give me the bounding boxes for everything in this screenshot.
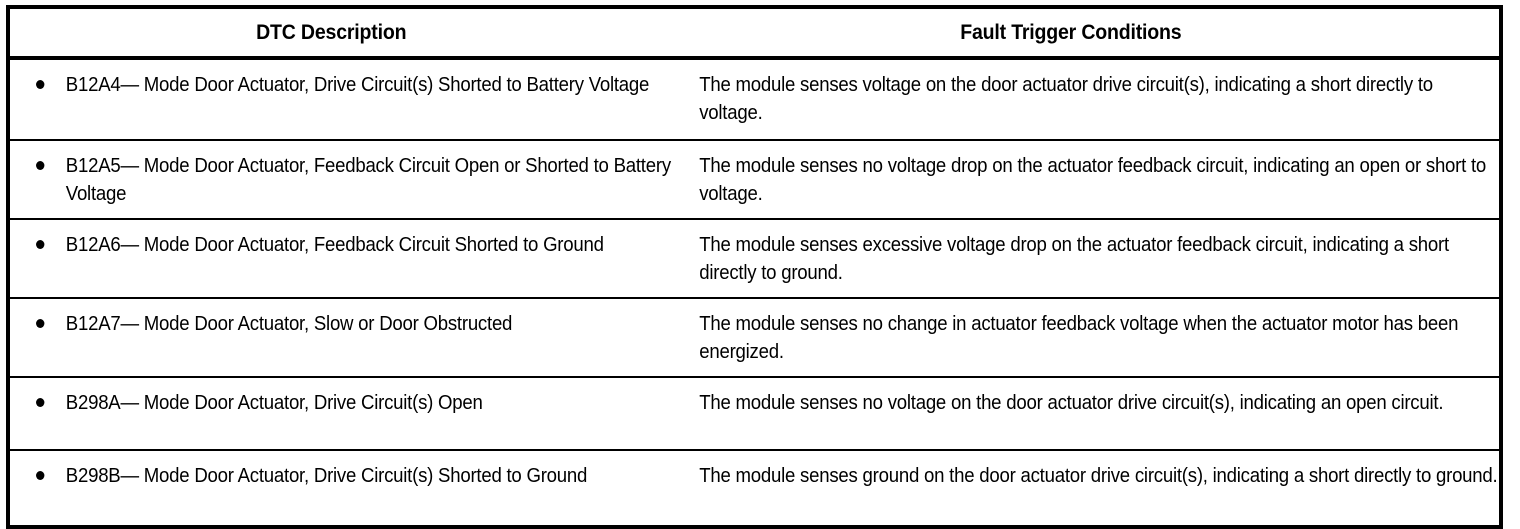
fault-trigger-conditions-text: The module senses ground on the door act… bbox=[699, 465, 1498, 487]
table-row: B12A5— Mode Door Actuator, Feedback Circ… bbox=[8, 140, 1501, 220]
bullet-icon bbox=[36, 471, 45, 480]
column-header-dtc-description-label: DTC Description bbox=[256, 21, 407, 44]
dtc-description-cell: B12A4— Mode Door Actuator, Drive Circuit… bbox=[8, 58, 689, 141]
bullet-icon bbox=[36, 161, 45, 170]
dtc-description-text: B12A6— Mode Door Actuator, Feedback Circ… bbox=[65, 234, 604, 256]
dtc-description-cell: B12A7— Mode Door Actuator, Slow or Door … bbox=[8, 298, 689, 378]
fault-trigger-conditions-cell: The module senses voltage on the door ac… bbox=[688, 58, 1501, 141]
table-row: B298B— Mode Door Actuator, Drive Circuit… bbox=[8, 450, 1501, 527]
fault-trigger-conditions-text: The module senses no voltage drop on the… bbox=[699, 155, 1486, 205]
dtc-description-cell: B298A— Mode Door Actuator, Drive Circuit… bbox=[8, 377, 689, 451]
fault-trigger-conditions-cell: The module senses ground on the door act… bbox=[688, 450, 1501, 527]
fault-trigger-conditions-cell: The module senses no voltage on the door… bbox=[688, 377, 1501, 451]
fault-trigger-conditions-text: The module senses voltage on the door ac… bbox=[699, 74, 1433, 124]
bullet-icon bbox=[36, 240, 45, 249]
dtc-fault-table: DTC Description Fault Trigger Conditions… bbox=[6, 5, 1503, 529]
table-row: B12A7— Mode Door Actuator, Slow or Door … bbox=[8, 298, 1501, 378]
fault-trigger-conditions-cell: The module senses no voltage drop on the… bbox=[688, 140, 1501, 220]
column-header-dtc-description: DTC Description bbox=[8, 7, 689, 60]
dtc-description-cell: B12A5— Mode Door Actuator, Feedback Circ… bbox=[8, 140, 689, 220]
dtc-description-cell: B298B— Mode Door Actuator, Drive Circuit… bbox=[8, 450, 689, 527]
fault-trigger-conditions-cell: The module senses no change in actuator … bbox=[688, 298, 1501, 378]
bullet-icon bbox=[36, 398, 45, 407]
dtc-description-text: B12A7— Mode Door Actuator, Slow or Door … bbox=[65, 313, 513, 335]
column-header-fault-trigger-conditions: Fault Trigger Conditions bbox=[688, 7, 1501, 60]
table-header-row: DTC Description Fault Trigger Conditions bbox=[8, 7, 1501, 60]
bullet-icon bbox=[36, 319, 45, 328]
fault-trigger-conditions-text: The module senses no voltage on the door… bbox=[699, 392, 1444, 414]
dtc-description-cell: B12A6— Mode Door Actuator, Feedback Circ… bbox=[8, 219, 689, 299]
dtc-description-text: B298B— Mode Door Actuator, Drive Circuit… bbox=[65, 465, 588, 487]
fault-trigger-conditions-cell: The module senses excessive voltage drop… bbox=[688, 219, 1501, 299]
dtc-description-text: B12A5— Mode Door Actuator, Feedback Circ… bbox=[65, 155, 671, 205]
fault-trigger-conditions-text: The module senses excessive voltage drop… bbox=[699, 234, 1449, 284]
table-row: B12A6— Mode Door Actuator, Feedback Circ… bbox=[8, 219, 1501, 299]
bullet-icon bbox=[36, 80, 45, 89]
table-row: B298A— Mode Door Actuator, Drive Circuit… bbox=[8, 377, 1501, 451]
dtc-description-text: B298A— Mode Door Actuator, Drive Circuit… bbox=[65, 392, 483, 414]
table-row: B12A4— Mode Door Actuator, Drive Circuit… bbox=[8, 58, 1501, 141]
dtc-description-text: B12A4— Mode Door Actuator, Drive Circuit… bbox=[65, 74, 650, 96]
column-header-fault-trigger-conditions-label: Fault Trigger Conditions bbox=[960, 21, 1182, 44]
fault-trigger-conditions-text: The module senses no change in actuator … bbox=[699, 313, 1458, 363]
